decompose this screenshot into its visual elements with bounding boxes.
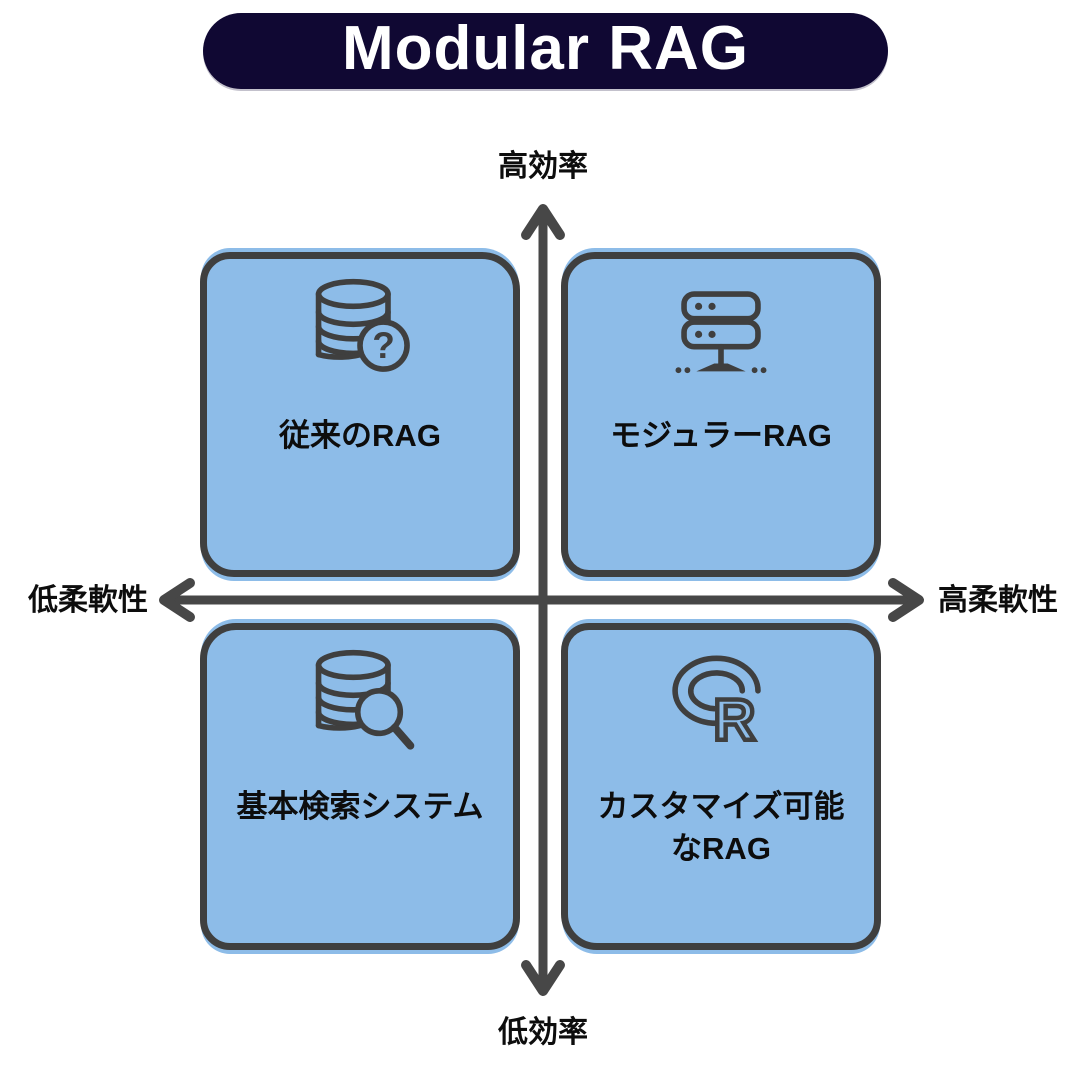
- r-logo-icon: R: [672, 655, 761, 755]
- axis-label-high-efficiency: 高効率: [498, 150, 588, 183]
- quadrant-top-left: ? 従来のRAG: [200, 252, 520, 577]
- quadrant-bottom-left: 基本検索システム: [200, 623, 520, 950]
- axis-label-high-flexibility: 高柔軟性: [938, 584, 1058, 617]
- axis-label-low-flexibility: 低柔軟性: [28, 584, 148, 617]
- r-letter-glyph: R: [713, 688, 755, 753]
- quadrant-label-customizable-rag: カスタマイズ可能 なRAG: [597, 789, 845, 866]
- up-arrowhead-icon: [521, 204, 565, 240]
- right-arrowhead-icon: [888, 578, 924, 622]
- server-rack-icon: [675, 291, 767, 374]
- quadrant-top-right: モジュラーRAG: [561, 252, 881, 577]
- left-arrowhead-icon: [159, 578, 195, 622]
- quadrant-label-modular-rag: モジュラーRAG: [610, 418, 832, 453]
- quadrant-label-traditional-rag: 従来のRAG: [279, 418, 441, 453]
- database-question-icon: ?: [315, 278, 410, 372]
- quadrant-label-basic-search-system: 基本検索システム: [236, 789, 484, 824]
- quadrant-bottom-right: R カスタマイズ可能 なRAG: [561, 623, 881, 950]
- question-mark-glyph: ?: [372, 325, 395, 366]
- title-banner: Modular RAG: [203, 13, 888, 89]
- database-search-icon: [315, 649, 415, 750]
- axis-label-low-efficiency: 低効率: [498, 1016, 588, 1049]
- down-arrowhead-icon: [521, 960, 565, 996]
- page-title: Modular RAG: [341, 14, 750, 83]
